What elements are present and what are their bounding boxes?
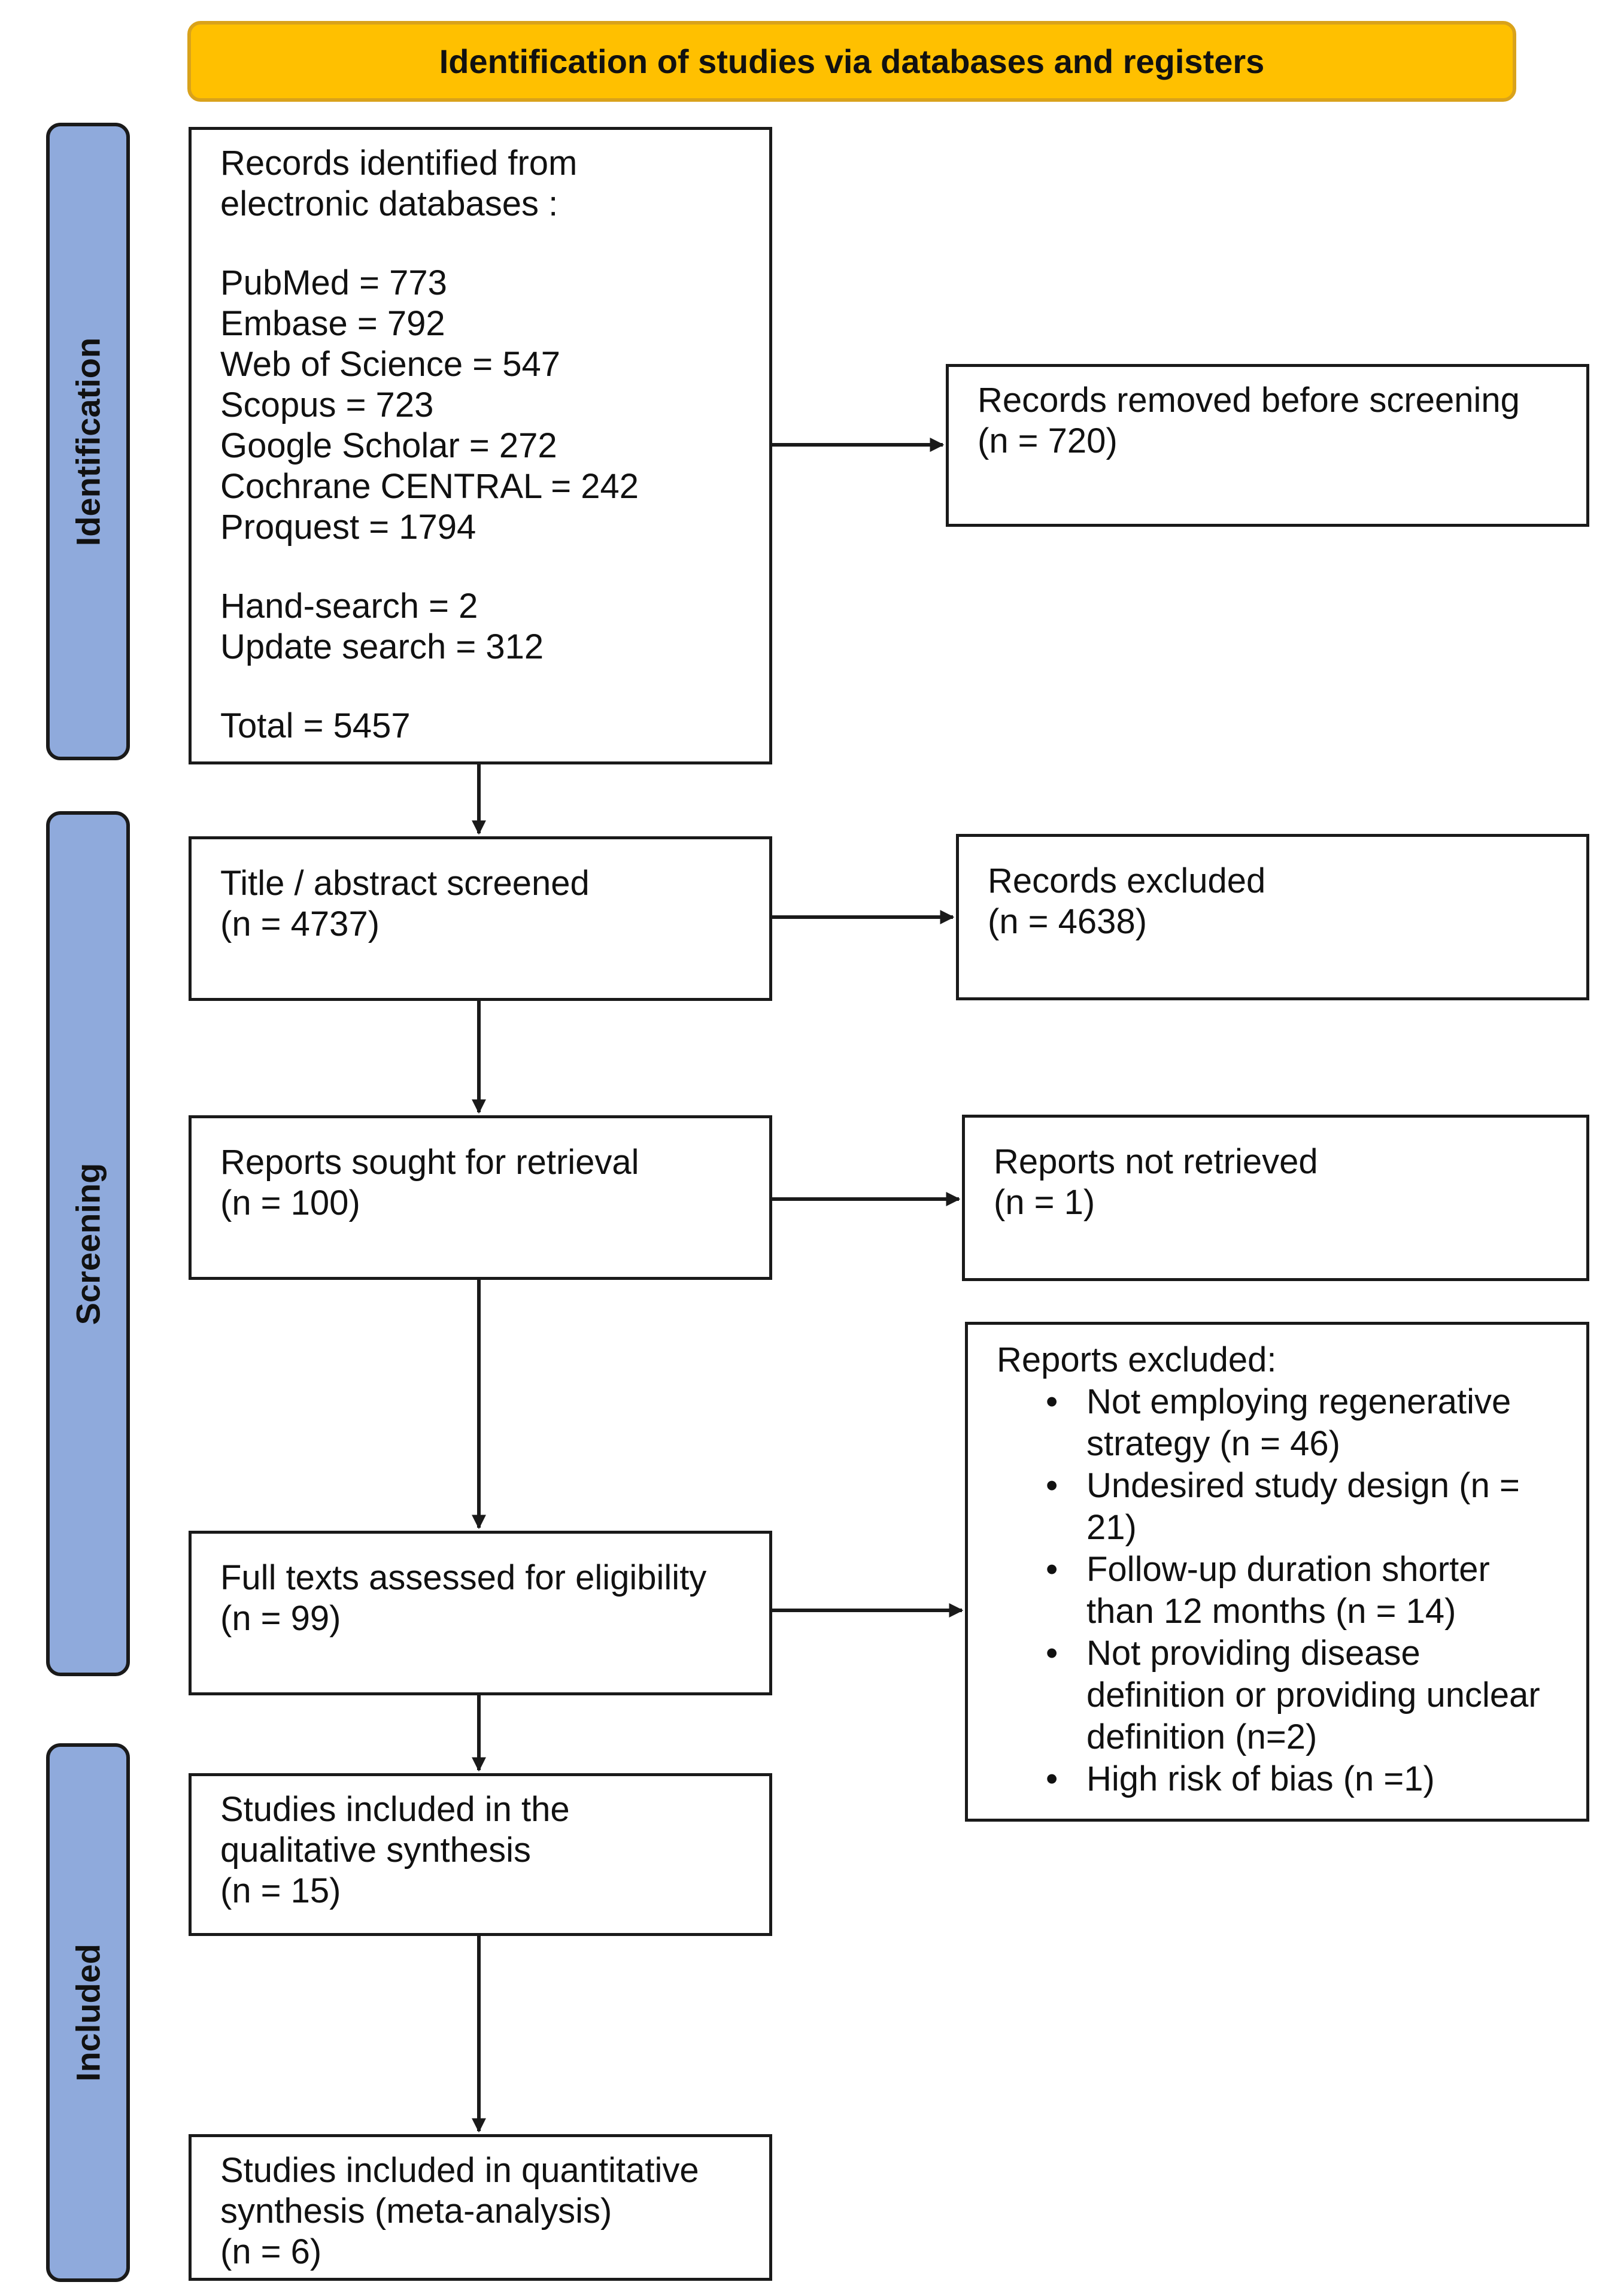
qualitative-line-2: qualitative synthesis <box>220 1831 532 1870</box>
excluded-reason: High risk of bias (n =1) <box>997 1758 1558 1800</box>
reports-not-retrieved-label: Reports not retrieved <box>994 1142 1318 1181</box>
full-texts-label: Full texts assessed for eligibility <box>220 1558 707 1597</box>
reports-excluded-list: Not employing regenerative strategy (n =… <box>997 1381 1558 1800</box>
qualitative-count: (n = 15) <box>220 1871 341 1910</box>
quantitative-synthesis-box: Studies included in quantitative synthes… <box>189 2134 772 2281</box>
excluded-reason: Not employing regenerative strategy (n =… <box>997 1381 1558 1465</box>
quantitative-line-1: Studies included in quantitative <box>220 2151 699 2190</box>
excluded-reason: Follow-up duration shorter than 12 month… <box>997 1549 1558 1632</box>
reports-sought-box: Reports sought for retrieval (n = 100) <box>189 1115 772 1280</box>
reports-sought-count: (n = 100) <box>220 1184 360 1222</box>
quantitative-count: (n = 6) <box>220 2232 322 2271</box>
title-abstract-box: Title / abstract screened (n = 4737) <box>189 836 772 1001</box>
title-abstract-count: (n = 4737) <box>220 905 380 943</box>
records-identified-heading-2: electronic databases : <box>220 184 558 223</box>
banner-title: Identification of studies via databases … <box>439 43 1265 80</box>
phase-identification: Identification <box>46 123 130 760</box>
reports-not-retrieved-count: (n = 1) <box>994 1183 1095 1222</box>
records-excluded-count: (n = 4638) <box>988 902 1148 941</box>
reports-not-retrieved-box: Reports not retrieved (n = 1) <box>962 1115 1589 1281</box>
records-identified-box: Records identified from electronic datab… <box>189 127 772 764</box>
phase-screening: Screening <box>46 811 130 1676</box>
source-web-of-science: Web of Science = 547 <box>220 345 561 384</box>
records-removed-label: Records removed before screening <box>978 381 1520 420</box>
identification-banner: Identification of studies via databases … <box>187 21 1516 102</box>
title-abstract-label: Title / abstract screened <box>220 864 590 903</box>
source-cochrane-central: Cochrane CENTRAL = 242 <box>220 467 639 506</box>
records-identified-total: Total = 5457 <box>220 706 411 745</box>
excluded-reason: Not providing disease definition or prov… <box>997 1632 1558 1758</box>
reports-sought-label: Reports sought for retrieval <box>220 1143 639 1182</box>
records-removed-count: (n = 720) <box>978 421 1118 460</box>
qualitative-line-1: Studies included in the <box>220 1790 570 1829</box>
phase-included: Included <box>46 1743 130 2282</box>
full-texts-count: (n = 99) <box>220 1599 341 1638</box>
source-hand-search: Hand-search = 2 <box>220 587 478 626</box>
source-update-search: Update search = 312 <box>220 627 544 666</box>
reports-excluded-heading: Reports excluded: <box>997 1340 1277 1379</box>
excluded-reason: Undesired study design (n = 21) <box>997 1465 1558 1549</box>
records-excluded-label: Records excluded <box>988 861 1266 900</box>
full-texts-box: Full texts assessed for eligibility (n =… <box>189 1531 772 1695</box>
reports-excluded-box: Reports excluded: Not employing regenera… <box>965 1322 1589 1822</box>
quantitative-line-2: synthesis (meta-analysis) <box>220 2192 612 2231</box>
source-pubmed: PubMed = 773 <box>220 263 447 302</box>
qualitative-synthesis-box: Studies included in the qualitative synt… <box>189 1773 772 1936</box>
source-embase: Embase = 792 <box>220 304 445 343</box>
records-excluded-box: Records excluded (n = 4638) <box>956 834 1589 1000</box>
source-google-scholar: Google Scholar = 272 <box>220 426 557 465</box>
source-proquest: Proquest = 1794 <box>220 508 476 547</box>
records-identified-heading-1: Records identified from <box>220 144 578 183</box>
records-removed-box: Records removed before screening (n = 72… <box>946 364 1589 527</box>
source-scopus: Scopus = 723 <box>220 386 434 424</box>
